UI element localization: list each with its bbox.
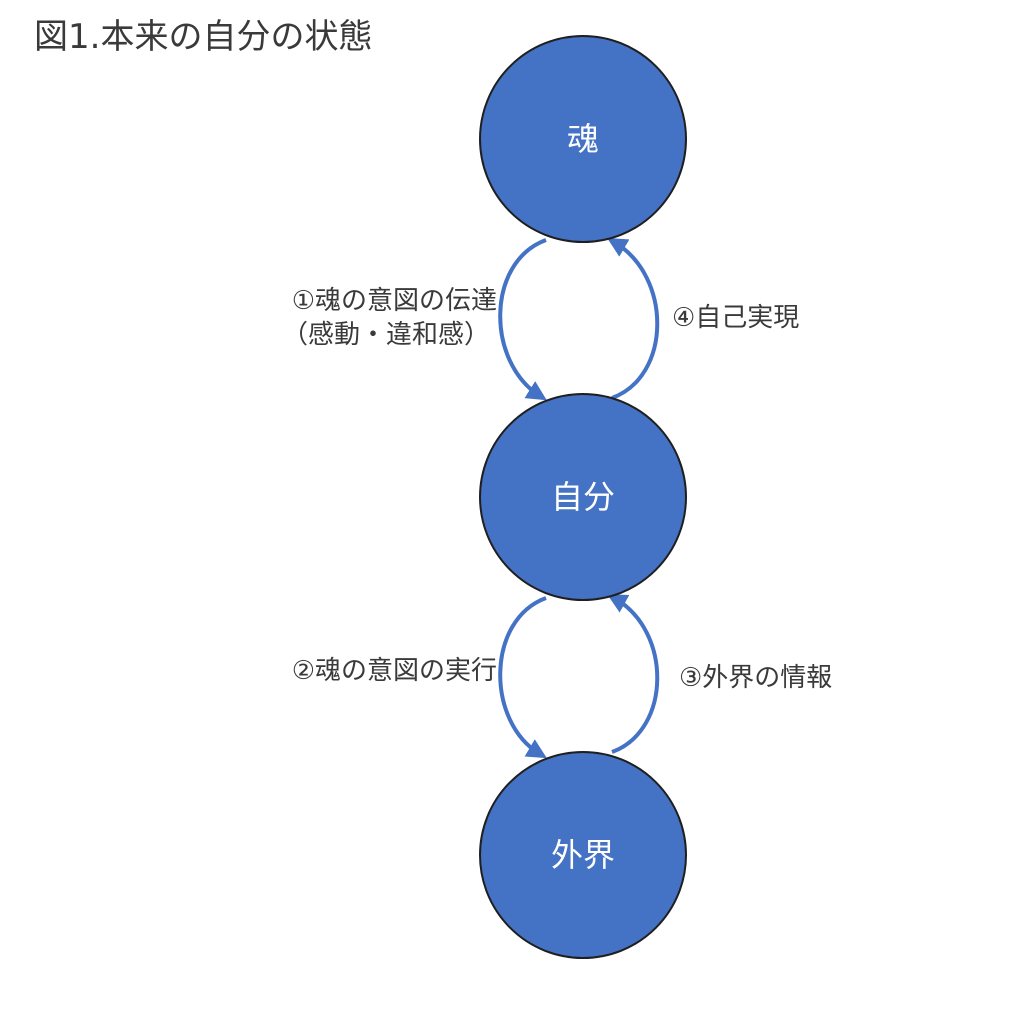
node-self: 自分: [479, 393, 687, 601]
node-outside-label: 外界: [551, 836, 615, 874]
node-outside: 外界: [479, 751, 687, 959]
diagram-title: 図1.本来の自分の状態: [34, 17, 372, 57]
edge-label-3: ③外界の情報: [679, 663, 832, 693]
node-soul-label: 魂: [567, 120, 599, 158]
edge-label-1-line2: （感動・違和感）: [282, 320, 490, 350]
node-soul: 魂: [479, 35, 687, 243]
node-self-label: 自分: [551, 478, 615, 516]
arrow-soul-to-self: [498, 238, 547, 401]
arrow-outside-to-self: [607, 594, 660, 754]
node-soul-circle: [479, 35, 687, 243]
arrow-self-to-outside: [498, 596, 547, 759]
edge-label-2: ②魂の意図の実行: [292, 656, 497, 686]
edge-label-1-line1: ①魂の意図の伝達: [292, 286, 497, 316]
node-self-circle: [479, 393, 687, 601]
node-outside-circle: [479, 751, 687, 959]
arrow-self-to-soul: [607, 237, 660, 400]
edge-label-4: ④自己実現: [672, 303, 799, 333]
